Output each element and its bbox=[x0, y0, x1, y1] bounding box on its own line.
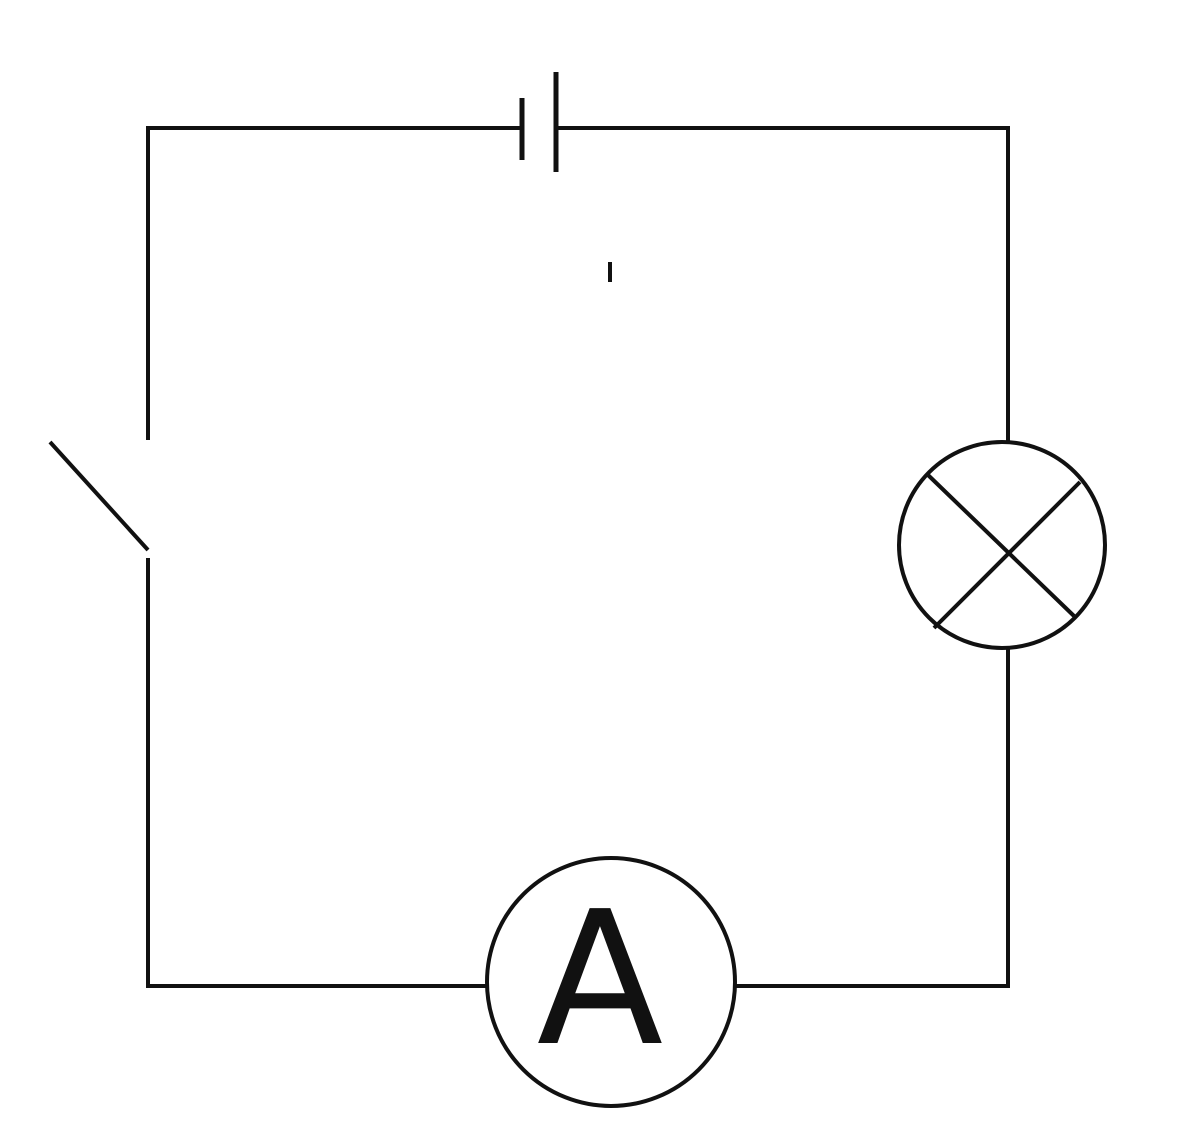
ammeter-circle bbox=[485, 856, 737, 1108]
ammeter-label: A bbox=[537, 871, 664, 1087]
lamp-cross-1 bbox=[926, 473, 1076, 618]
switch-lever bbox=[48, 440, 150, 552]
lamp-cross-2 bbox=[932, 480, 1082, 630]
battery-symbol bbox=[519, 72, 559, 172]
lamp-symbol bbox=[897, 440, 1107, 650]
ammeter-symbol: A bbox=[485, 856, 737, 1108]
